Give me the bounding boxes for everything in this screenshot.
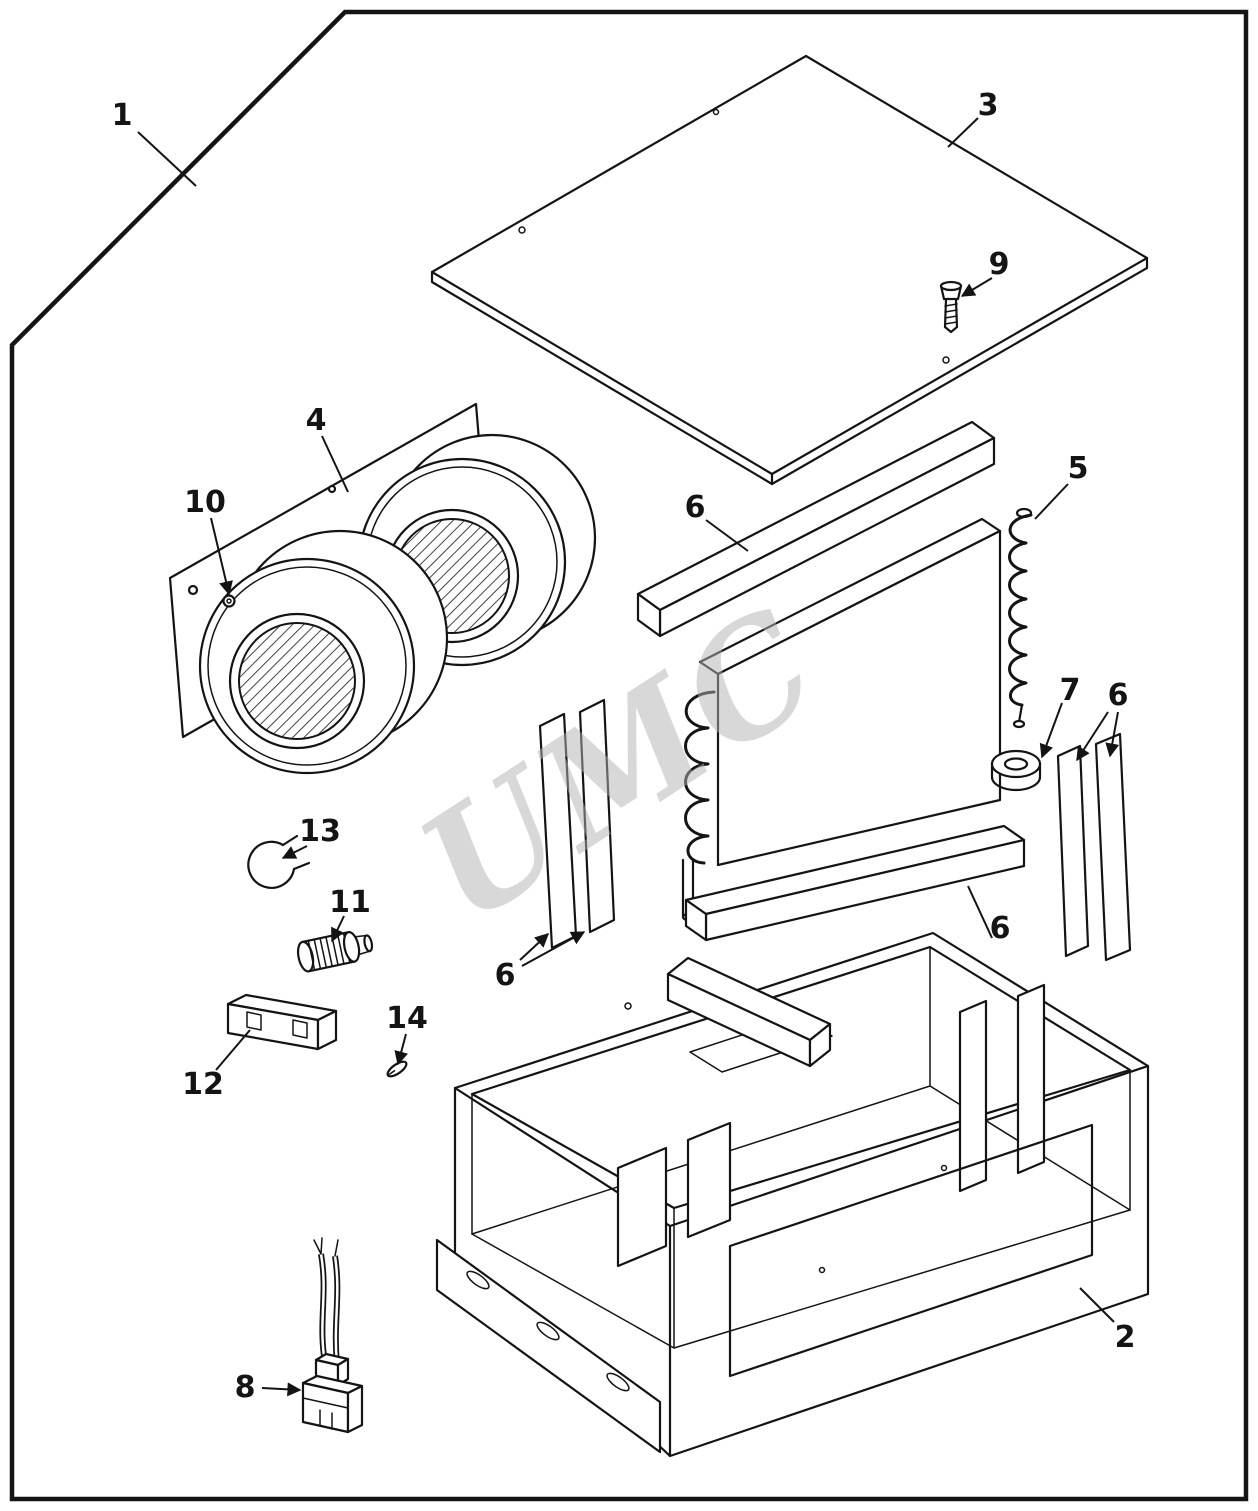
seal-strip-right-pair bbox=[1056, 732, 1132, 962]
callout-clamp: 13 bbox=[299, 814, 341, 849]
seal-strip-on-rim bbox=[666, 956, 832, 1068]
callout-blower-assembly: 4 bbox=[306, 403, 327, 438]
callout-coil-tube: 5 bbox=[1068, 451, 1089, 486]
seal-strip-left-pair bbox=[538, 698, 616, 950]
panel-screw bbox=[939, 280, 963, 334]
callout-grommet: 7 bbox=[1060, 673, 1081, 708]
callout-strip-right: 6 bbox=[1108, 678, 1129, 713]
callout-housing-box: 2 bbox=[1115, 1320, 1136, 1355]
callout-strip-left: 6 bbox=[495, 958, 516, 993]
callout-box-screw: 14 bbox=[386, 1001, 428, 1036]
callout-strip-top: 6 bbox=[685, 490, 706, 525]
callout-border: 1 bbox=[112, 98, 133, 133]
callouts: 1 2 3 4 5 6 6 6 6 7 8 9 10 11 12 13 14 bbox=[112, 88, 1136, 1405]
core-serpentine-tube bbox=[684, 690, 716, 865]
callout-top-panel: 3 bbox=[978, 88, 999, 123]
coil-tube bbox=[1008, 507, 1033, 729]
callout-panel-screw: 9 bbox=[989, 247, 1010, 282]
grommet bbox=[990, 749, 1042, 792]
hose-clamp bbox=[247, 834, 311, 889]
callout-connector: 8 bbox=[235, 1370, 256, 1405]
callout-bracket: 12 bbox=[182, 1067, 224, 1102]
wire-connector bbox=[301, 1237, 364, 1434]
box-screw bbox=[386, 1060, 408, 1078]
lower-housing-box bbox=[435, 931, 1150, 1458]
callout-resistor: 11 bbox=[329, 885, 371, 920]
callout-strip-mid: 6 bbox=[990, 911, 1011, 946]
seal-strip-middle bbox=[684, 824, 1026, 942]
bracket bbox=[226, 993, 338, 1051]
mounting-flange bbox=[435, 1238, 662, 1454]
callout-blower-screw: 10 bbox=[184, 485, 226, 520]
enclosure-border bbox=[9, 9, 1249, 1502]
front-blower-inlet bbox=[238, 622, 356, 740]
blower-screw bbox=[222, 594, 236, 608]
evaporator-core bbox=[681, 517, 1002, 922]
seal-strip-top bbox=[636, 420, 996, 638]
leader-lines bbox=[137, 117, 1120, 1397]
blower-assembly bbox=[168, 402, 597, 775]
top-cover-panel bbox=[430, 54, 1149, 486]
